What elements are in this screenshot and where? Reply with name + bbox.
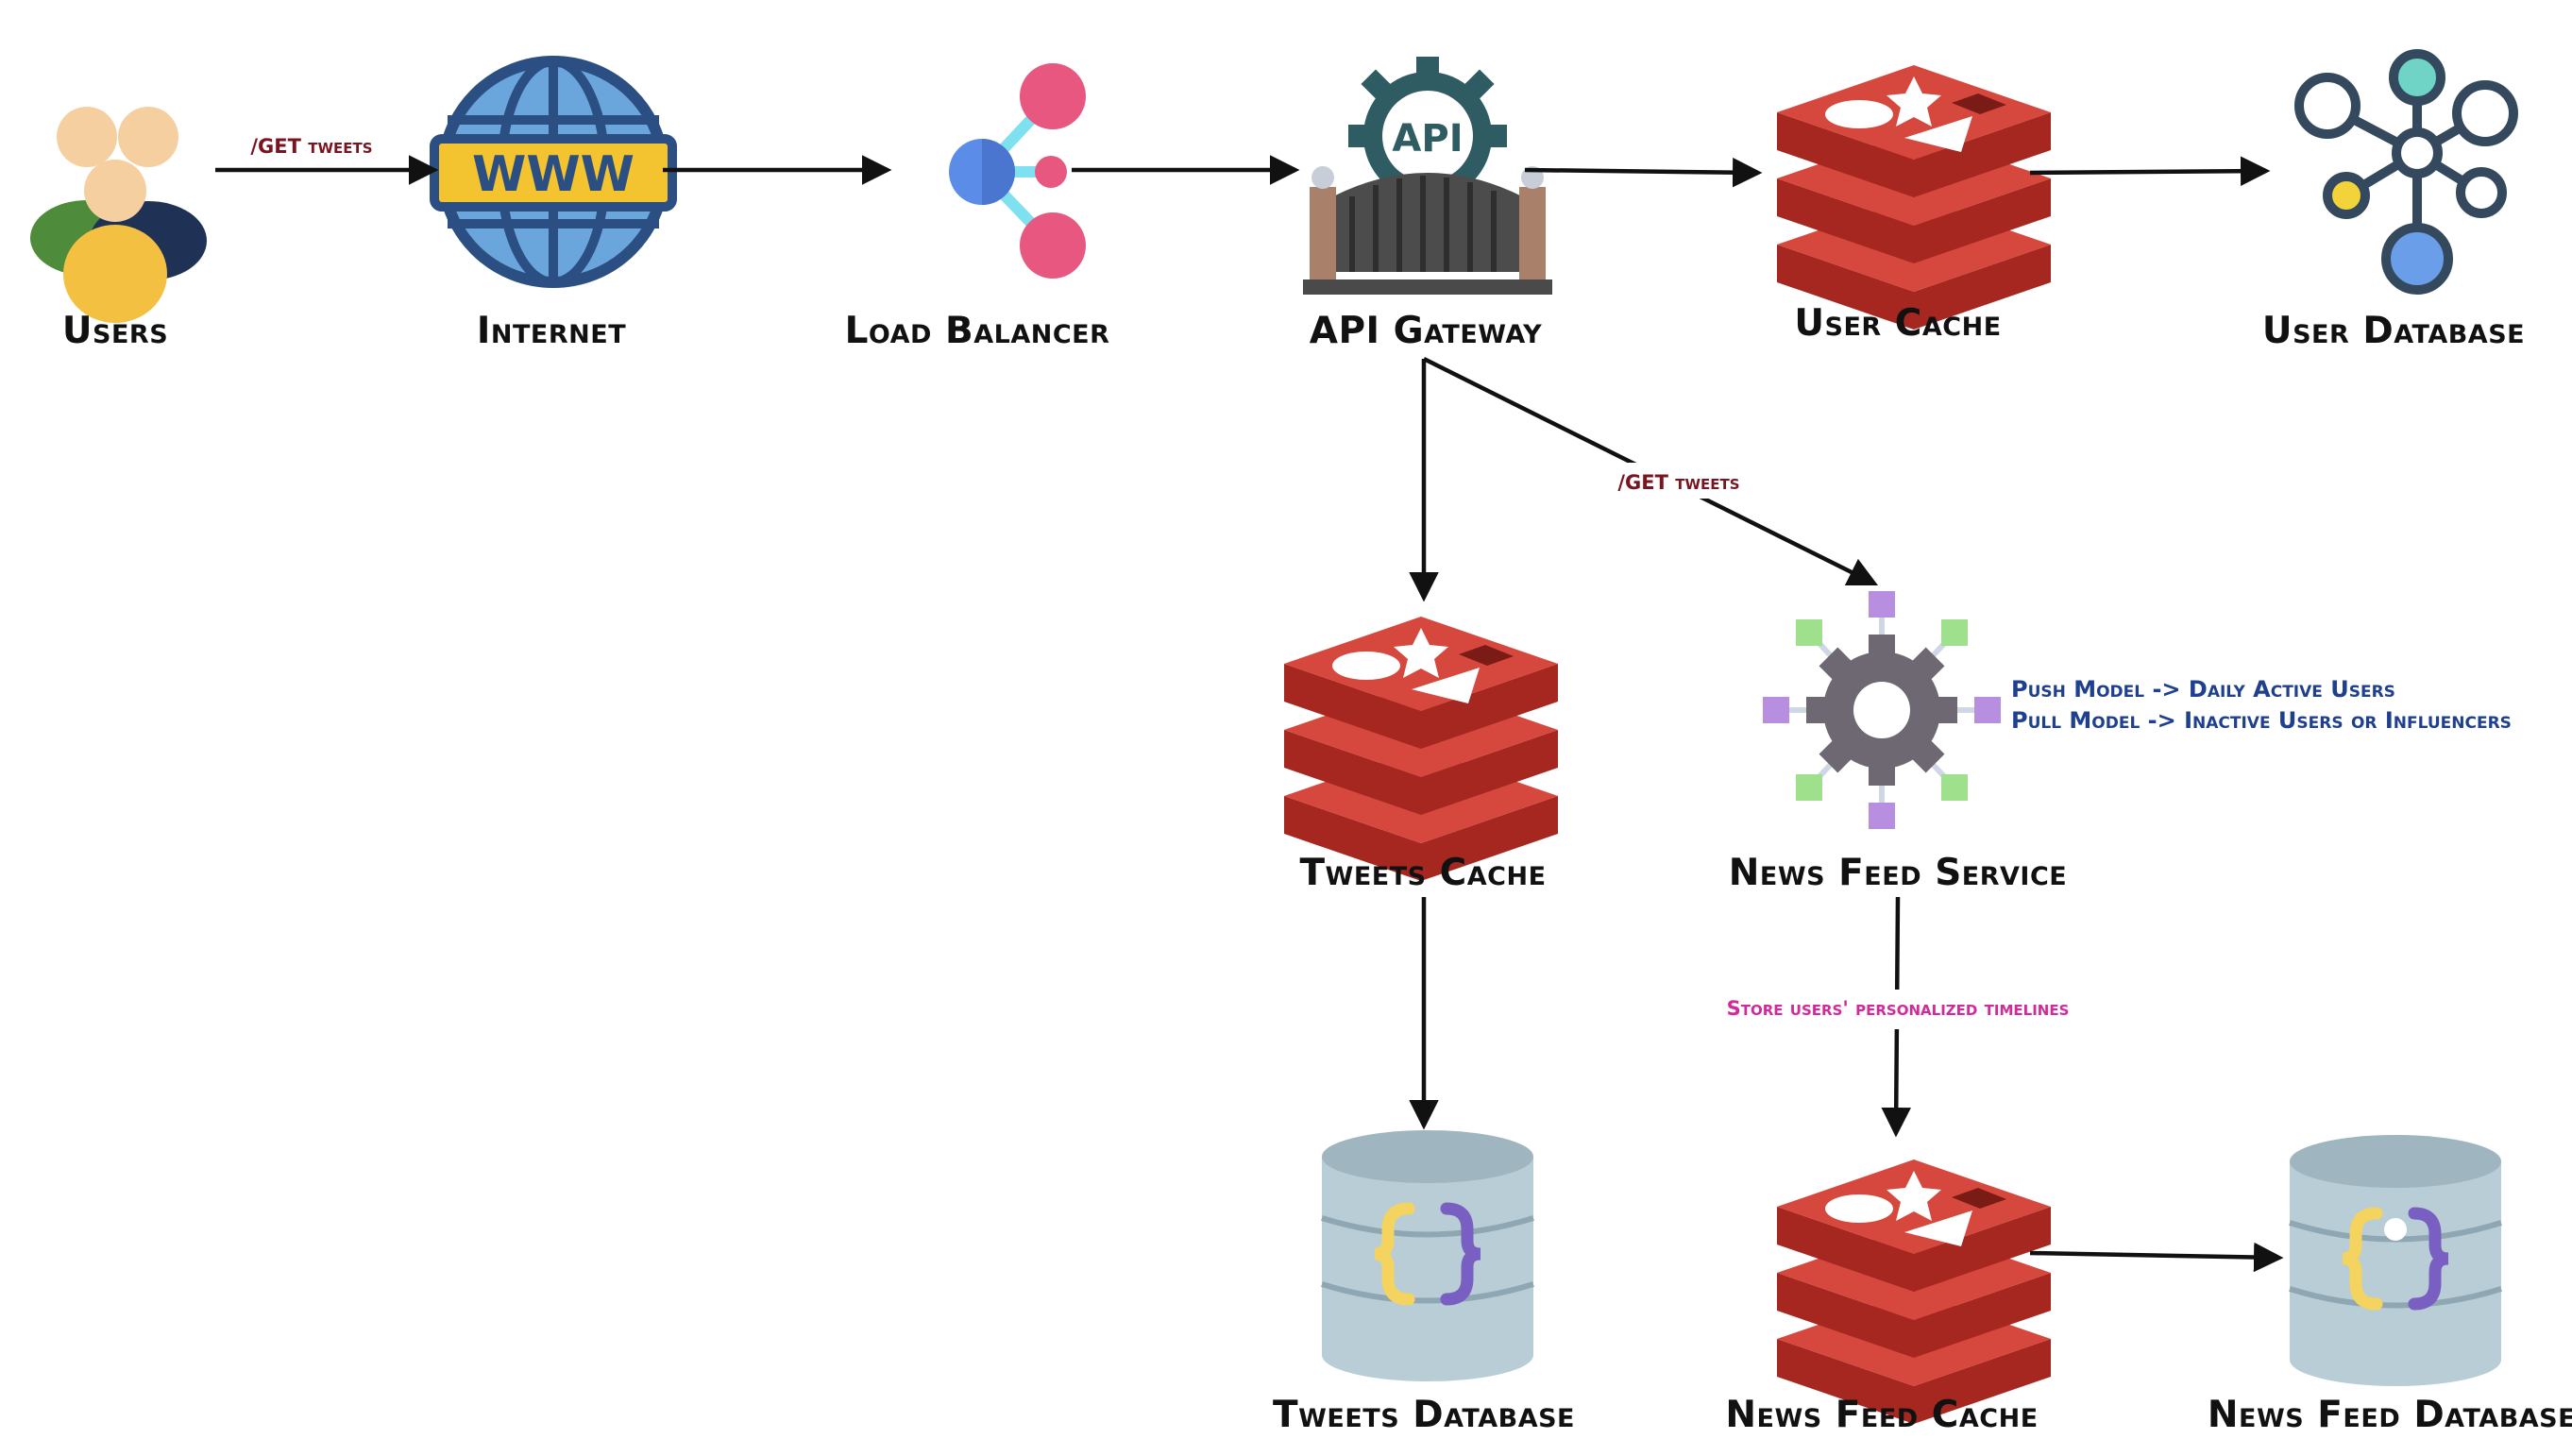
arrow-gateway-usercache <box>1524 157 1763 188</box>
json-database-icon <box>1322 1130 1533 1381</box>
redis-cache-icon <box>1284 617 1558 881</box>
node-label-internet: Internet <box>477 310 626 352</box>
node-label-user-cache: User Cache <box>1794 302 2001 345</box>
node-label-tweets-database: Tweets Database <box>1273 1394 1575 1436</box>
gear-service-icon <box>1763 591 2001 829</box>
network-database-icon <box>2294 49 2518 295</box>
edge-label-get-tweets: /GET tweets <box>1617 471 1739 494</box>
svg-text:WWW: WWW <box>472 146 635 203</box>
node-label-user-database: User Database <box>2262 310 2525 352</box>
svg-text:API: API <box>1392 117 1463 161</box>
edge-label-get-tweets: /GET tweets <box>250 135 372 158</box>
users-icon <box>30 107 207 323</box>
redis-cache-icon <box>1777 1160 2051 1424</box>
node-label-api-gateway: API Gateway <box>1310 310 1542 352</box>
json-database-icon <box>2290 1135 2501 1386</box>
load-balancer-icon <box>949 63 1086 279</box>
node-label-news-feed-cache: News Feed Cache <box>1725 1394 2038 1436</box>
arrow-usercache-userdb <box>2029 156 2271 186</box>
note-pull-model: Pull Model -> Inactive Users or Influenc… <box>2011 707 2512 734</box>
node-label-load-balancer: Load Balancer <box>845 310 1110 352</box>
node-label-tweets-cache: Tweets Cache <box>1299 852 1546 894</box>
redis-cache-icon <box>1777 65 2051 330</box>
node-label-news-feed-database: News Feed Database <box>2208 1394 2572 1436</box>
node-label-news-feed-service: News Feed Service <box>1729 852 2067 894</box>
node-label-users: Users <box>62 310 168 352</box>
arrow-newsfeedcache-db <box>2029 1242 2284 1273</box>
globe-www-icon: WWW <box>430 56 677 288</box>
note-push-model: Push Model -> Daily Active Users <box>2011 676 2395 703</box>
api-gateway-icon: API <box>1303 57 1552 295</box>
edge-label-timelines: Store users' personalized timelines <box>1727 997 2070 1020</box>
